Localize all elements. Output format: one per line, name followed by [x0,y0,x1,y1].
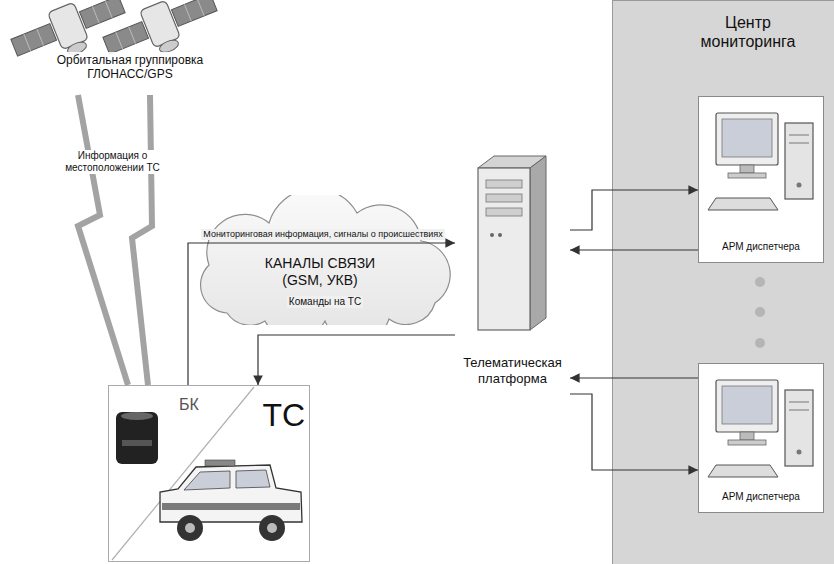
node-label: Орбитальная группировка ГЛОНАСС/GPS [40,52,220,83]
edge-label: Команды на ТС [287,296,363,308]
connector [188,243,455,385]
ellipsis-dots [755,277,765,348]
node-label: ТС [263,396,306,434]
monitoring-center: Центр мониторингаАРМ диспетчераАРМ диспе… [612,0,834,564]
edge-label-holder: Информация о местоположении ТС [50,150,175,174]
edge-label: Мониторинговая информация, сигналы о про… [201,229,444,240]
edge-label-holder: Мониторинговая информация, сигналы о про… [192,229,454,240]
edge-label: Информация о местоположении ТС [50,150,175,174]
server-icon [478,156,546,330]
vehicle-illustration [112,387,302,560]
node-label: АРМ диспетчера [722,241,800,253]
lightning-link [132,95,152,385]
node-label: КАНАЛЫ СВЯЗИ (GSM, УКВ) [257,255,383,289]
edge-label-holder: Команды на ТС [270,296,380,308]
lightning-link [78,95,128,385]
node-label: Телематическая платформа [455,355,570,386]
node-label: Центр мониторинга [683,13,813,51]
connector [258,335,455,385]
node-label: АРМ диспетчера [722,491,800,503]
cloud-outline [201,195,451,325]
connector [570,190,698,230]
node-label: БК [179,395,199,414]
connector [570,394,698,470]
connector [570,377,698,378]
connector [570,249,698,250]
